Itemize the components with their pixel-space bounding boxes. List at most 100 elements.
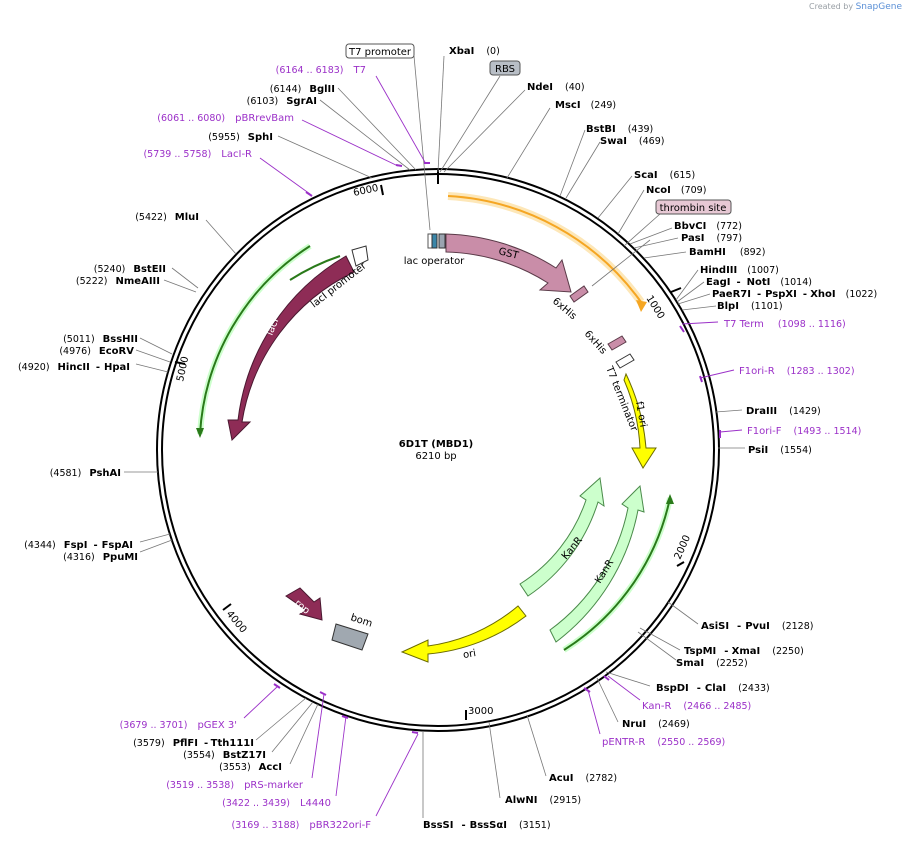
hincii-leader: [135, 363, 169, 373]
laci-r-leader: [259, 157, 311, 195]
enzyme-ndei[interactable]: NdeI(40): [527, 82, 585, 93]
enzyme-ppumi[interactable]: (4316)PpuMI: [63, 552, 138, 563]
enzyme-swai[interactable]: SwaI(469): [600, 136, 664, 147]
prs-marker-leader: [311, 693, 325, 779]
t7term-mark: [679, 325, 685, 333]
enzyme-eagi-noti[interactable]: EagI-NotI(1014): [706, 277, 812, 288]
acci-leader: [289, 703, 319, 765]
kan-r-mark: [603, 675, 610, 681]
primer-labels: (6164 .. 6183)T7 (6061 .. 6080)pBRrevBam…: [120, 65, 862, 831]
pbrrevbam-mark: [395, 164, 403, 167]
alwni-leader: [488, 721, 501, 799]
enzyme-msci[interactable]: MscI(249): [555, 100, 616, 111]
t7-promoter-leader: [413, 55, 431, 231]
t7-terminator-block: [615, 353, 635, 369]
enzyme-ecorv[interactable]: (4976)EcoRV: [59, 346, 134, 357]
primer-pbr322ori-f[interactable]: (3169 .. 3188)pBR322ori-F: [232, 820, 372, 831]
enzyme-labels: XbaI(0) NdeI(40) MscI(249) BstBI(439) Sw…: [423, 46, 877, 831]
enzyme-draiii[interactable]: DraIII(1429): [746, 406, 821, 417]
his-label-2: 6xHis: [582, 329, 609, 357]
enzyme-psii[interactable]: PsiI(1554): [748, 445, 812, 456]
enzyme-bstz17i[interactable]: (3554)BstZ17I: [183, 750, 266, 761]
primer-prs-marker[interactable]: (3519 .. 3538)pRS-marker: [166, 780, 304, 791]
tick-2000: [676, 561, 685, 567]
enzyme-hincii-hpai[interactable]: (4920)HincII-HpaI: [18, 362, 130, 373]
enzyme-bbvci[interactable]: BbvCI(772): [674, 221, 742, 232]
f1-ori-arrow: [623, 372, 657, 469]
f1-ori-label: f1 ori: [633, 401, 648, 429]
tick-label-4000: 4000: [224, 609, 249, 636]
tick-label-3000: 3000: [468, 706, 493, 717]
bbvci-leader: [629, 227, 673, 245]
green-arc-left: [199, 245, 311, 435]
enzyme-bamhi[interactable]: BamHI(892): [689, 247, 765, 258]
enzyme-alwni[interactable]: AlwNI(2915): [505, 795, 581, 806]
rop-arrow: [285, 587, 323, 621]
enzyme-pasi[interactable]: PasI(797): [681, 233, 742, 244]
enzyme-smai[interactable]: SmaI(2252): [676, 658, 748, 669]
enzyme-bsssi[interactable]: BssSI-BssSαI(3151): [423, 820, 551, 831]
ecorv-leader: [135, 349, 171, 363]
enzyme-labels-left: (3553)AccI (3554)BstZ17I (3579)PflFI-Tth…: [18, 84, 335, 773]
pasi-leader: [633, 237, 679, 249]
nrui-leader: [596, 677, 619, 723]
gst-arrow: [445, 233, 572, 293]
enzyme-asisi-pvui[interactable]: AsiSI-PvuI(2128): [701, 621, 813, 632]
t7term-leader: [681, 321, 719, 325]
pbr322ori-f-leader: [375, 733, 419, 817]
enzyme-sphi[interactable]: (5955)SphI: [208, 132, 273, 143]
t7-promoter-label: T7 promoter: [348, 47, 412, 58]
primer-kan-r[interactable]: Kan-R(2466 .. 2485): [642, 701, 751, 712]
primer-pgex[interactable]: (3679 .. 3701)pGEX 3': [120, 720, 237, 731]
green-arc-left-2: [289, 255, 341, 281]
enzyme-mlui[interactable]: (5422)MluI: [135, 212, 199, 223]
enzyme-sgrai[interactable]: (6103)SgrAI: [247, 96, 317, 107]
enzyme-pshai[interactable]: (4581)PshAI: [50, 468, 121, 479]
primer-t7[interactable]: (6164 .. 6183)T7: [276, 65, 366, 76]
enzyme-blpi[interactable]: BlpI(1101): [717, 301, 783, 312]
primer-f1ori-f[interactable]: F1ori-F(1493 .. 1514): [747, 426, 861, 437]
enzyme-bsshii[interactable]: (5011)BssHII: [63, 334, 138, 345]
bglii-leader: [337, 87, 417, 171]
enzyme-xbai[interactable]: XbaI(0): [449, 46, 500, 57]
primer-t7-term[interactable]: T7 Term(1098 .. 1116): [723, 319, 846, 330]
primer-leaders: [243, 75, 743, 817]
tick-6000: [380, 184, 384, 196]
bamhi-leader: [643, 251, 687, 259]
enzyme-scai[interactable]: ScaI(615): [634, 170, 695, 181]
enzyme-bsteii[interactable]: (5240)BstEII: [94, 264, 166, 275]
pgex-mark: [273, 683, 281, 689]
enzyme-pflfi-tth111i[interactable]: (3579)PflFI-Tth111I: [133, 738, 254, 749]
primer-pbrrevbam[interactable]: (6061 .. 6080)pBRrevBam: [157, 113, 294, 124]
primer-laci-r[interactable]: (5739 .. 5758)LacI-R: [143, 149, 252, 160]
rbs-block: [438, 233, 446, 249]
l4440-leader: [335, 715, 347, 797]
lac-operator-label: lac operator: [404, 256, 465, 267]
enzyme-ncoi[interactable]: NcoI(709): [646, 185, 706, 196]
primer-f1ori-r[interactable]: F1ori-R(1283 .. 1302): [739, 366, 855, 377]
primer-pentr-r[interactable]: pENTR-R(2550 .. 2569): [602, 737, 725, 748]
thrombin-arrowhead: [636, 300, 647, 312]
enzyme-fspi-fspai[interactable]: (4344)FspI-FspAI: [24, 540, 133, 551]
enzyme-nmeaiii[interactable]: (5222)NmeAIII: [76, 276, 160, 287]
primer-l4440[interactable]: (3422 .. 3439)L4440: [222, 798, 331, 809]
prs-marker-mark: [319, 691, 327, 696]
bspdi-leader: [605, 671, 651, 687]
enzyme-paer7i-pspxi-xhoi[interactable]: PaeR7I-PspXI-XhoI(1022): [712, 289, 877, 300]
enzyme-tspmi-xmai[interactable]: TspMI-XmaI(2250): [684, 646, 804, 657]
enzyme-acci[interactable]: (3553)AccI: [219, 762, 282, 773]
enzyme-nrui[interactable]: NruI(2469): [622, 719, 690, 730]
green-arc-left-glow: [197, 243, 312, 435]
enzyme-bspdi-clai[interactable]: BspDI-ClaI(2433): [656, 683, 770, 694]
enzyme-bglii[interactable]: (6144)BglII: [270, 84, 335, 95]
sgrai-leader: [319, 99, 411, 171]
enzyme-hindiii[interactable]: HindIII(1007): [700, 265, 779, 276]
mlui-leader: [205, 219, 237, 255]
enzyme-bstbi[interactable]: BstBI(439): [586, 124, 653, 135]
tick-label-6000: 6000: [352, 183, 379, 199]
enzyme-acui[interactable]: AcuI(2782): [549, 773, 617, 784]
his-tag-1: [569, 285, 589, 303]
f1ori-f-leader: [719, 429, 743, 433]
blpi-leader: [681, 305, 717, 311]
